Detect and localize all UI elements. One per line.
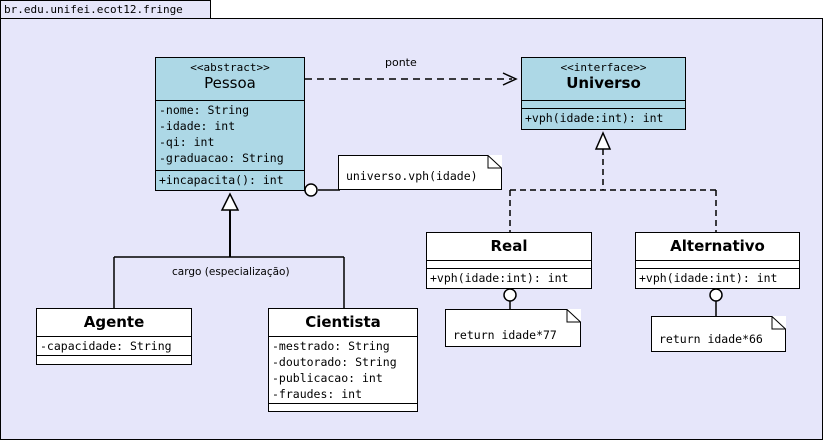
note-shape: [445, 309, 581, 347]
class-agente[interactable]: Agente -capacidade: String: [36, 308, 192, 365]
note-anchor-real: [503, 288, 517, 302]
class-agente-header: Agente: [37, 309, 191, 337]
note-real-return-text: return idade*77: [453, 328, 557, 342]
note-alternativo-return-text: return idade*66: [659, 332, 763, 346]
class-universo-header: <<interface>> Universo: [522, 58, 685, 101]
label-ponte: ponte: [385, 56, 417, 69]
note-shape: [338, 155, 502, 190]
class-cientista-operations: [269, 404, 417, 412]
attribute: -idade: int: [159, 119, 236, 133]
class-pessoa-operations: +incapacita(): int: [156, 171, 304, 189]
class-alternativo-name: Alternativo: [670, 237, 765, 255]
class-universo-attributes: [522, 101, 685, 109]
realization-triangle-universo: [594, 131, 612, 150]
note-universo-call-text: universo.vph(idade): [346, 169, 478, 183]
class-real-operations: +vph(idade:int): int: [427, 269, 591, 287]
attribute: -capacidade: String: [40, 339, 172, 353]
attribute: -publicacao: int: [272, 371, 383, 385]
generalization-triangle-pessoa: [220, 192, 240, 211]
attribute: -mestrado: String: [272, 339, 390, 353]
attribute: -nome: String: [159, 103, 250, 117]
class-real-name: Real: [490, 237, 528, 255]
class-alternativo-operations: +vph(idade:int): int: [636, 269, 799, 287]
class-universo-name: Universo: [566, 74, 641, 92]
note-shape: [651, 316, 786, 352]
package-name: br.edu.unifei.ecot12.fringe: [4, 3, 183, 16]
class-pessoa-name: Pessoa: [204, 74, 256, 92]
operation: +incapacita(): int: [159, 173, 284, 187]
ponte-arrowhead: [502, 72, 518, 86]
class-real[interactable]: Real +vph(idade:int): int: [426, 232, 592, 289]
attribute: -qi: int: [159, 135, 215, 149]
class-pessoa-header: <<abstract>> Pessoa: [156, 58, 304, 101]
note-anchor-pessoa: [304, 183, 318, 197]
class-alternativo-attributes: [636, 261, 799, 269]
class-alternativo[interactable]: Alternativo +vph(idade:int): int: [635, 232, 800, 289]
class-cientista[interactable]: Cientista -mestrado: String -doutorado: …: [268, 308, 418, 412]
note-alternativo-return[interactable]: return idade*66: [651, 316, 786, 352]
note-anchor-alternativo: [709, 288, 723, 302]
class-cientista-name: Cientista: [305, 313, 381, 331]
class-real-header: Real: [427, 233, 591, 261]
class-real-attributes: [427, 261, 591, 269]
class-cientista-header: Cientista: [269, 309, 417, 337]
class-alternativo-header: Alternativo: [636, 233, 799, 261]
class-agente-operations: [37, 356, 191, 364]
class-agente-attributes: -capacidade: String: [37, 337, 191, 356]
class-agente-name: Agente: [83, 313, 145, 331]
operation: +vph(idade:int): int: [639, 271, 778, 285]
note-universo-call[interactable]: universo.vph(idade): [338, 155, 502, 190]
class-universo-stereotype: <<interface>>: [560, 61, 647, 74]
note-real-return[interactable]: return idade*77: [445, 309, 581, 347]
attribute: -fraudes: int: [272, 387, 363, 401]
class-pessoa-stereotype: <<abstract>>: [190, 61, 270, 74]
operation: +vph(idade:int): int: [525, 111, 664, 125]
operation: +vph(idade:int): int: [430, 271, 569, 285]
class-universo[interactable]: <<interface>> Universo +vph(idade:int): …: [521, 57, 686, 130]
attribute: -doutorado: String: [272, 355, 397, 369]
class-cientista-attributes: -mestrado: String -doutorado: String -pu…: [269, 337, 417, 404]
class-pessoa[interactable]: <<abstract>> Pessoa -nome: String -idade…: [155, 57, 305, 191]
class-pessoa-attributes: -nome: String -idade: int -qi: int -grad…: [156, 101, 304, 171]
class-universo-operations: +vph(idade:int): int: [522, 109, 685, 127]
attribute: -graduacao: String: [159, 151, 284, 165]
label-cargo: cargo (especialização): [172, 266, 290, 278]
